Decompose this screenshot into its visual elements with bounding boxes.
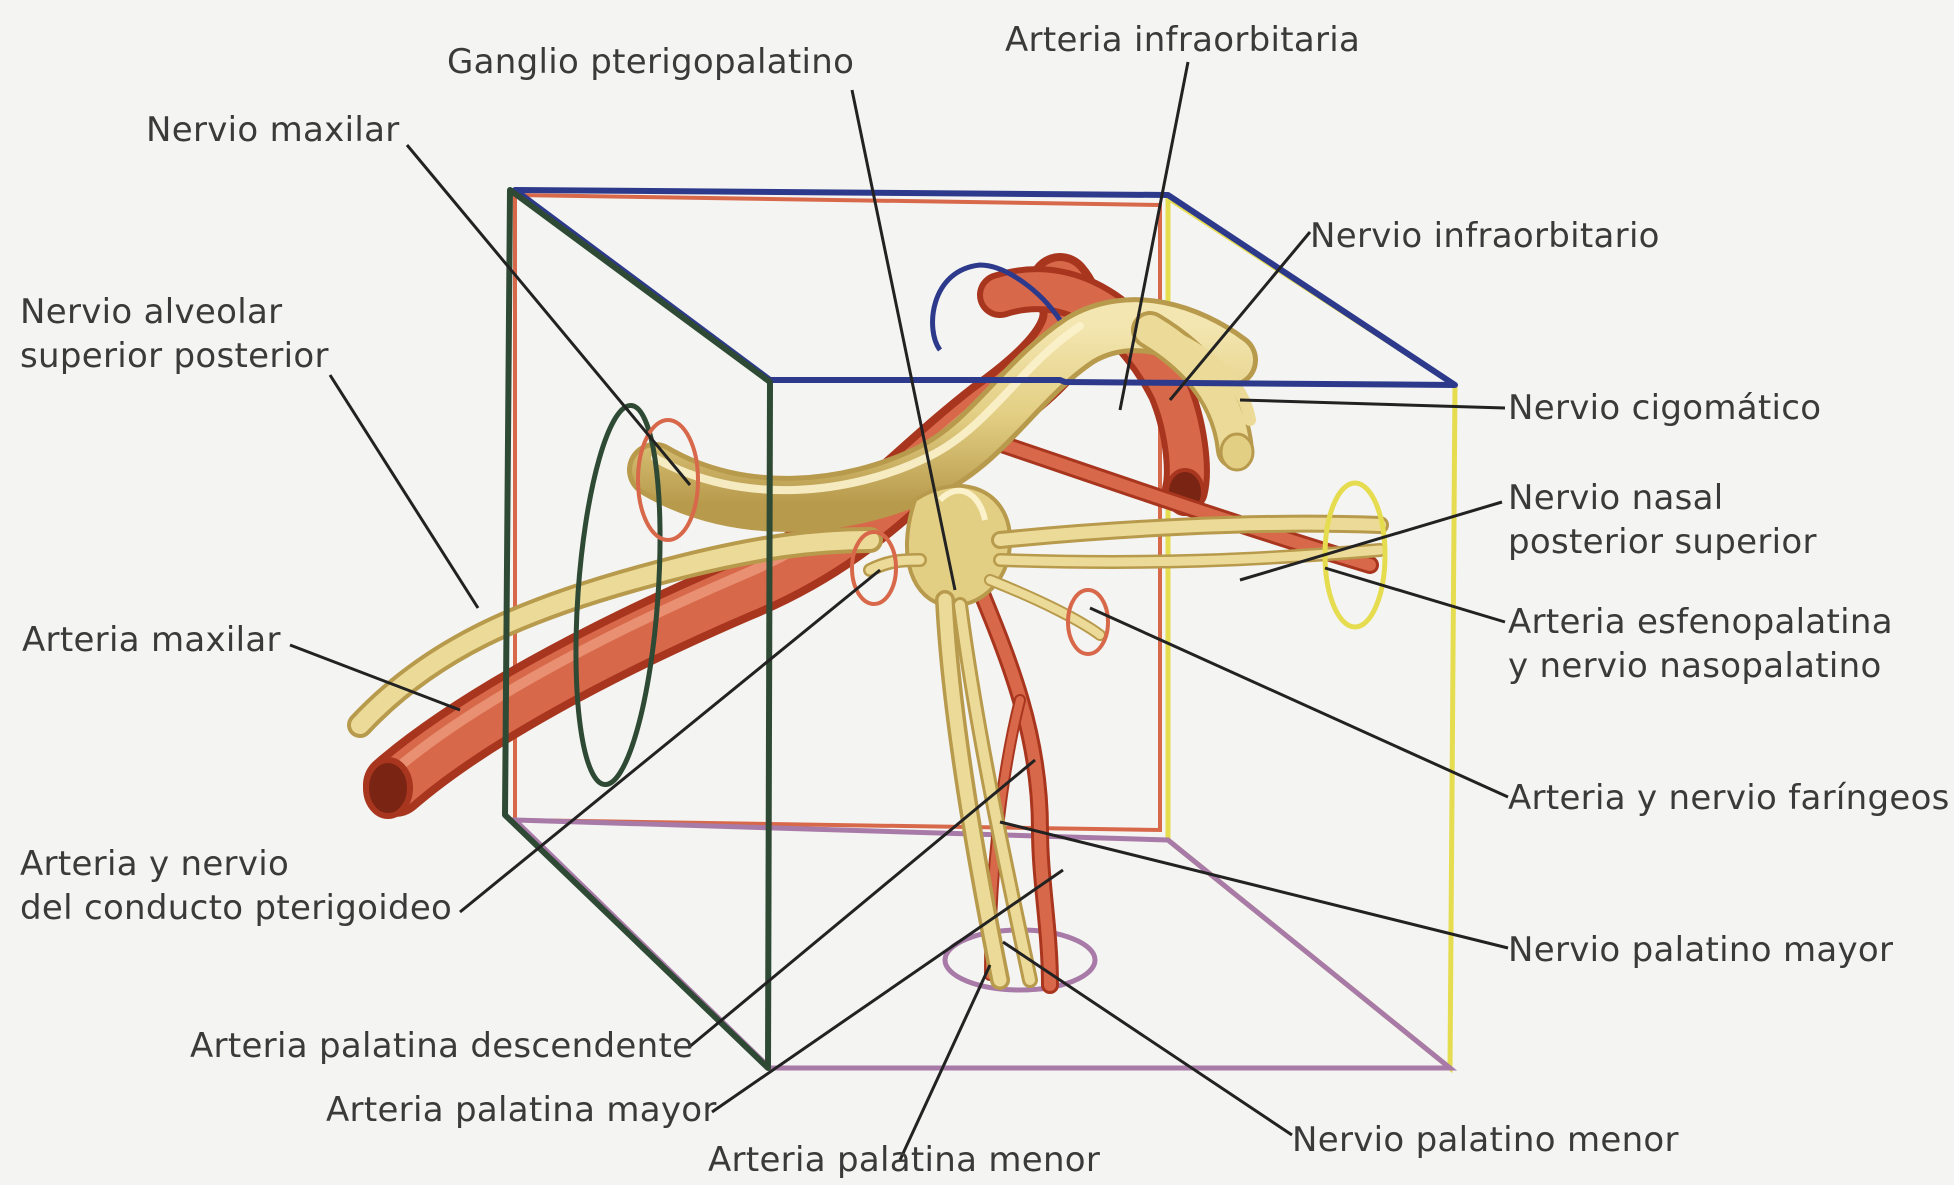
label-arteria-palatina-menor: Arteria palatina menor <box>708 1138 1100 1182</box>
label-nervio-cigomatico: Nervio cigomático <box>1508 386 1821 430</box>
label-line-2: posterior superior <box>1508 520 1817 564</box>
label-nervio-alveolar-superior-posterior: Nervio alveolar superior posterior <box>20 290 329 378</box>
label-line-2: superior posterior <box>20 334 329 378</box>
label-line-2: del conducto pterigoideo <box>20 886 452 930</box>
label-nervio-infraorbitario: Nervio infraorbitario <box>1310 214 1660 258</box>
label-nervio-nasal-posterior-superior: Nervio nasal posterior superior <box>1508 476 1817 564</box>
label-arteria-infraorbitaria: Arteria infraorbitaria <box>1005 18 1360 62</box>
label-nervio-maxilar: Nervio maxilar <box>146 108 400 152</box>
label-nervio-palatino-mayor: Nervio palatino mayor <box>1508 928 1893 972</box>
label-arteria-palatina-descendente: Arteria palatina descendente <box>190 1024 693 1068</box>
label-line-1: Arteria esfenopalatina <box>1508 600 1893 644</box>
label-arteria-maxilar: Arteria maxilar <box>22 618 281 662</box>
label-line-1: Nervio nasal <box>1508 476 1817 520</box>
label-line-1: Arteria y nervio <box>20 842 452 886</box>
pharyngeal-nerve <box>990 580 1100 635</box>
label-arteria-nervio-faringeos: Arteria y nervio faríngeos <box>1508 776 1950 820</box>
label-nervio-palatino-menor: Nervio palatino menor <box>1292 1118 1679 1162</box>
label-arteria-nervio-conducto-pterigoideo: Arteria y nervio del conducto pterigoide… <box>20 842 452 930</box>
label-ganglio-pterigopalatino: Ganglio pterigopalatino <box>447 40 854 84</box>
label-line-1: Nervio alveolar <box>20 290 329 334</box>
label-arteria-palatina-mayor: Arteria palatina mayor <box>326 1088 717 1132</box>
label-arteria-esfenopalatina-nervio-nasopalatino: Arteria esfenopalatina y nervio nasopala… <box>1508 600 1893 688</box>
descending-palatine-artery <box>960 540 1050 985</box>
label-line-2: y nervio nasopalatino <box>1508 644 1893 688</box>
